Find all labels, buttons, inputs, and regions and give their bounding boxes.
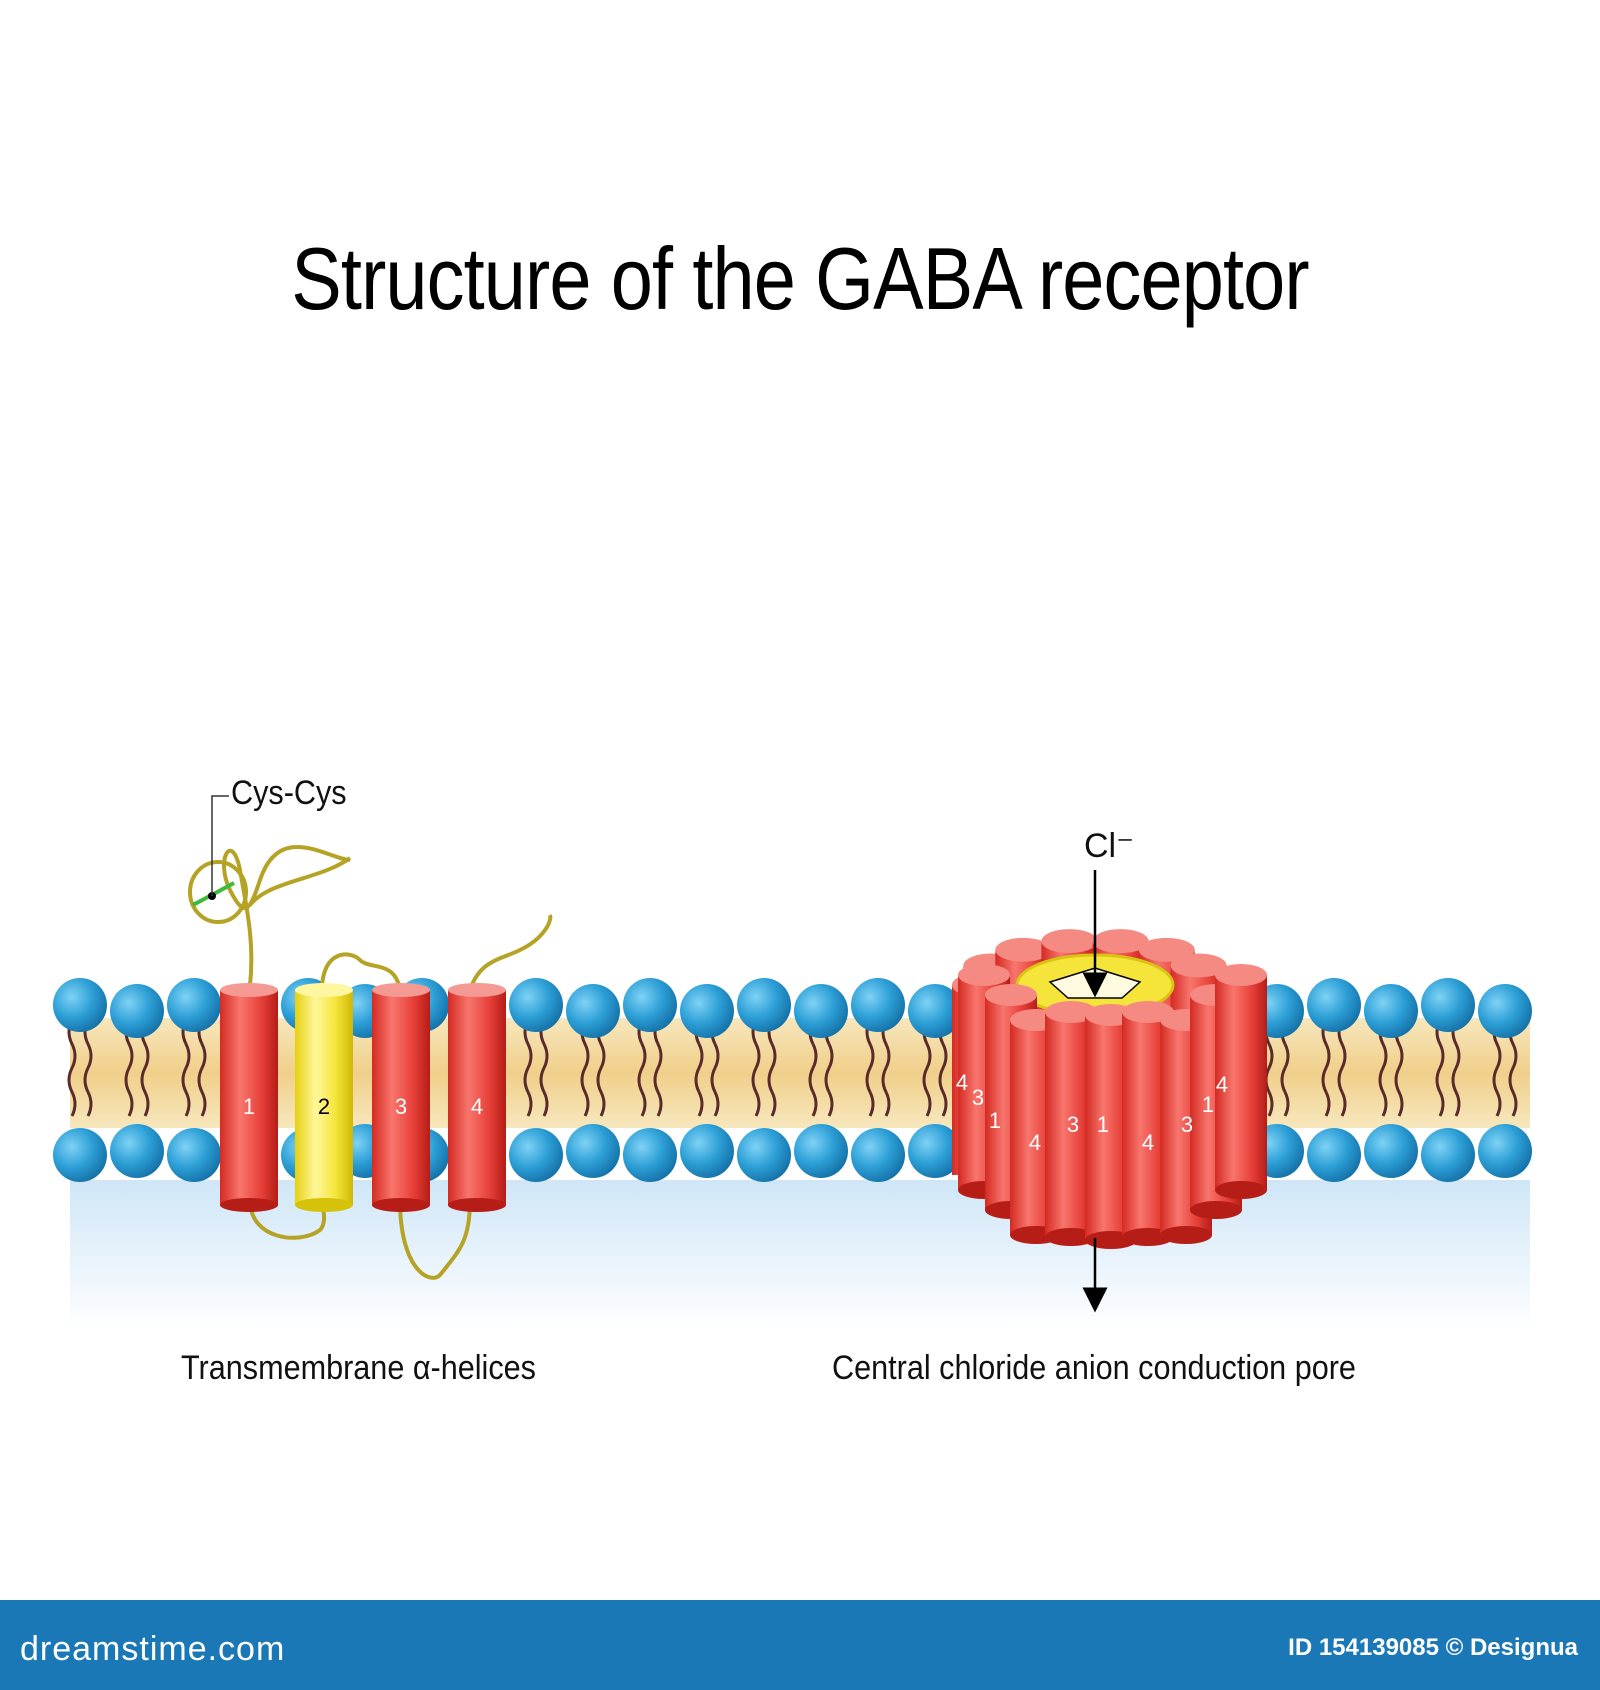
pore-caption: Central chloride anion conduction pore bbox=[832, 1349, 1356, 1387]
lipid-tail bbox=[865, 1019, 875, 1117]
lipid-tail bbox=[1492, 1019, 1502, 1117]
lipid-head bbox=[851, 1128, 905, 1182]
lipid-tail bbox=[751, 1019, 761, 1117]
helix-4: 4 bbox=[448, 983, 506, 1212]
lipid-head bbox=[1307, 978, 1361, 1032]
lipid-head bbox=[737, 978, 791, 1032]
helix-label: 1 bbox=[243, 1094, 255, 1119]
helix-3: 3 bbox=[372, 983, 430, 1212]
lipid-head bbox=[737, 1128, 791, 1182]
transmembrane-helices-caption: Transmembrane α-helices bbox=[181, 1349, 536, 1387]
lipid-head bbox=[794, 1124, 848, 1178]
lipid-head bbox=[908, 1124, 962, 1178]
lipid-head bbox=[623, 1128, 677, 1182]
lipid-head bbox=[53, 978, 107, 1032]
lipid-tails bbox=[67, 1019, 1518, 1117]
lipid-tail bbox=[881, 1019, 891, 1117]
footer-bar: dreamstime.com ID 154139085 © Designua bbox=[0, 1600, 1600, 1690]
lipid-head bbox=[794, 984, 848, 1038]
lipid-tail bbox=[1451, 1019, 1461, 1117]
lipid-head bbox=[1364, 984, 1418, 1038]
pore-helix-label: 4 bbox=[956, 1070, 968, 1095]
lipid-head bbox=[851, 978, 905, 1032]
pore-helix-label: 4 bbox=[1216, 1072, 1228, 1097]
pore-helix-label: 1 bbox=[1202, 1092, 1214, 1117]
pore-helix-label: 1 bbox=[1097, 1112, 1109, 1137]
helix-label: 3 bbox=[395, 1094, 407, 1119]
lipid-tail bbox=[1378, 1019, 1388, 1117]
pore-helix-label: 3 bbox=[1067, 1112, 1079, 1137]
membrane-core bbox=[70, 1018, 1530, 1128]
lipid-tail bbox=[653, 1019, 663, 1117]
lipid-head bbox=[680, 984, 734, 1038]
footer-brand[interactable]: dreamstime.com bbox=[20, 1630, 286, 1668]
lipid-head bbox=[1478, 984, 1532, 1038]
cys-cys-label: Cys-Cys bbox=[231, 774, 347, 812]
cys-cys-leader bbox=[211, 795, 229, 896]
chloride-ion-label: Cl⁻ bbox=[1084, 827, 1135, 865]
lipid-head bbox=[566, 984, 620, 1038]
lipid-head bbox=[509, 1128, 563, 1182]
lipid-head bbox=[110, 1124, 164, 1178]
lipid-tail bbox=[1435, 1019, 1445, 1117]
lipid-tail bbox=[124, 1019, 134, 1117]
lipid-tail bbox=[694, 1019, 704, 1117]
lipid-head bbox=[1421, 978, 1475, 1032]
helix-2: 2 bbox=[295, 983, 353, 1212]
lipid-head bbox=[1421, 1128, 1475, 1182]
lipid-head bbox=[167, 1128, 221, 1182]
lipid-tail bbox=[808, 1019, 818, 1117]
lipid-tail bbox=[67, 1019, 77, 1117]
lipid-head bbox=[1307, 1128, 1361, 1182]
lipid-head bbox=[110, 984, 164, 1038]
protein-loops bbox=[188, 845, 553, 1280]
pore-helix-label: 3 bbox=[972, 1085, 984, 1110]
lipid-tail bbox=[523, 1019, 533, 1117]
lipid-head bbox=[167, 978, 221, 1032]
diagram-title: Structure of the GABA receptor bbox=[291, 229, 1309, 328]
helix-1: 1 bbox=[220, 983, 278, 1212]
lipid-head bbox=[53, 1128, 107, 1182]
lipid-tail bbox=[83, 1019, 93, 1117]
pore-front-cylinder bbox=[1215, 964, 1267, 1199]
left-helix-group: 1 2 3 4 bbox=[220, 983, 506, 1212]
cytoplasm-region bbox=[70, 1180, 1530, 1330]
lipid-tail bbox=[637, 1019, 647, 1117]
pore-helix-label: 4 bbox=[1029, 1130, 1041, 1155]
lipid-head bbox=[680, 1124, 734, 1178]
pore-helix-label: 1 bbox=[989, 1108, 1001, 1133]
helix-label: 4 bbox=[471, 1094, 483, 1119]
lipid-tail bbox=[1321, 1019, 1331, 1117]
lipid-head bbox=[1364, 1124, 1418, 1178]
pore-helix-label: 3 bbox=[1181, 1112, 1193, 1137]
lipid-tail bbox=[197, 1019, 207, 1117]
helix-label: 2 bbox=[318, 1094, 330, 1119]
pore-helix-label: 4 bbox=[1142, 1130, 1154, 1155]
lipid-head bbox=[908, 984, 962, 1038]
lipid-head bbox=[1478, 1124, 1532, 1178]
lipid-tail bbox=[767, 1019, 777, 1117]
lipid-head bbox=[509, 978, 563, 1032]
footer-image-id: ID 154139085 © Designua bbox=[1288, 1634, 1578, 1661]
lipid-tail bbox=[1337, 1019, 1347, 1117]
lipid-head bbox=[623, 978, 677, 1032]
lipid-tail bbox=[181, 1019, 191, 1117]
lipid-tail bbox=[580, 1019, 590, 1117]
lipid-tail bbox=[922, 1019, 932, 1117]
lipid-head bbox=[566, 1124, 620, 1178]
lipid-tail bbox=[539, 1019, 549, 1117]
